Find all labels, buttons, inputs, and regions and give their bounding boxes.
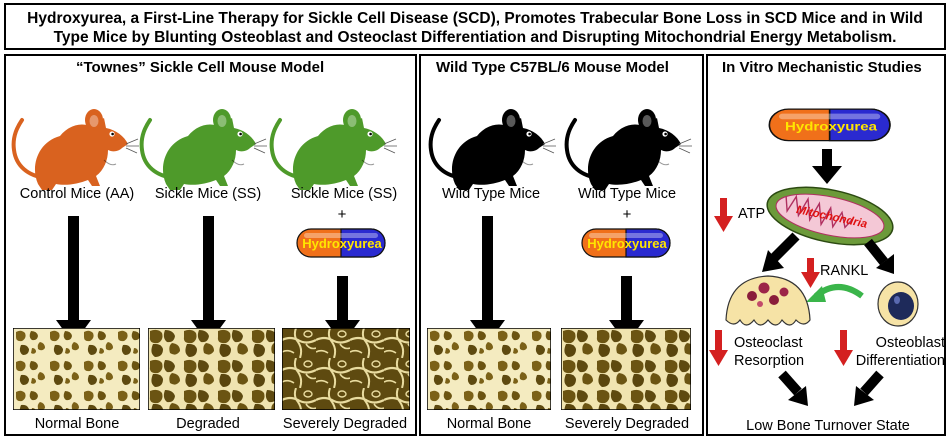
normal-bone-label: Normal Bone [34, 416, 120, 432]
osteoblast-label: Osteoblast [876, 335, 945, 351]
title-box: Hydroxyurea, a First-Line Therapy for Si… [4, 3, 946, 50]
sickle-mouse-icon [139, 107, 268, 192]
arrow-shaft-sickle [203, 216, 214, 322]
atp-down-arrow-icon [714, 216, 733, 232]
arrow-shaft-wt-hu [621, 276, 632, 322]
hydroxyurea-pill-icon: Hydroxyurea [296, 228, 386, 258]
townes-panel: “Townes” Sickle Cell Mouse Model Control… [4, 54, 417, 436]
pill-label: Hydroxyurea [785, 120, 877, 133]
differentiation-down-arrow-icon [834, 350, 853, 366]
wildtype-hu-mouse-icon [564, 107, 693, 192]
arrow-shaft-control [68, 216, 79, 322]
outcome-label: Low Bone Turnover State [746, 418, 910, 434]
invitro-heading: In Vitro Mechanistic Studies [722, 59, 922, 76]
atp-label: ATP [738, 206, 765, 222]
hydroxyurea-pill-icon: Hydroxyurea [581, 228, 671, 258]
control-mouse-icon [11, 107, 140, 192]
townes-heading: “Townes” Sickle Cell Mouse Model [76, 59, 325, 76]
wildtype-hu-mice-label: Wild Type Mice [577, 186, 677, 202]
severely-degraded-label: Severely Degraded [282, 416, 408, 432]
sickle-hu-mice-label: Sickle Mice (SS) [290, 186, 398, 202]
wildtype-mice-label: Wild Type Mice [441, 186, 541, 202]
wt-normal-bone-label: Normal Bone [446, 416, 532, 432]
differentiation-down-arrow-shaft [840, 330, 847, 352]
resorption-down-arrow-icon [709, 350, 728, 366]
atp-down-arrow-shaft [720, 198, 727, 218]
plus-sign: + [337, 206, 347, 223]
rankl-signal-arrowhead [806, 286, 826, 302]
resorption-label: Resorption [734, 353, 804, 369]
hydroxyurea-pill-icon: Hydroxyurea [768, 108, 891, 142]
rankl-down-arrow-shaft [807, 258, 814, 274]
title-line-2: Type Mice by Blunting Osteoblast and Ost… [53, 29, 897, 46]
differentiation-label: Differentiation [856, 353, 945, 369]
wt-severe-label: Severely Degraded [564, 416, 690, 432]
wt-normal-bone-image [427, 328, 551, 410]
wildtype-heading: Wild Type C57BL/6 Mouse Model [436, 59, 669, 76]
invitro-panel: In Vitro Mechanistic Studies Hydroxyurea… [706, 54, 946, 436]
degraded-label: Degraded [176, 416, 240, 432]
plus-sign: + [622, 206, 632, 223]
resorption-down-arrow-shaft [715, 330, 722, 352]
arrow-shaft [822, 149, 832, 169]
wt-severe-bone-image [561, 328, 691, 410]
wildtype-panel: Wild Type C57BL/6 Mouse Model Wild Type … [419, 54, 704, 436]
normal-bone-image [13, 328, 140, 410]
arrow-to-osteoclast [762, 232, 800, 272]
severely-degraded-bone-image [282, 328, 410, 410]
osteoclast-label: Osteoclast [734, 335, 803, 351]
rankl-down-arrow-icon [801, 272, 820, 288]
pill-label: Hydroxyurea [587, 236, 667, 251]
degraded-bone-image [148, 328, 275, 410]
invitro-diagram: Mitochondria ATP RANKL [709, 149, 945, 434]
title-line-1: Hydroxyurea, a First-Line Therapy for Si… [27, 10, 923, 27]
osteoclast-icon [725, 275, 811, 326]
wildtype-mouse-icon [428, 107, 557, 192]
pill-label: Hydroxyurea [302, 236, 382, 251]
arrow-resorption-to-outcome [778, 370, 808, 406]
arrow-to-osteoblast [864, 238, 894, 274]
rankl-label: RANKL [820, 263, 868, 279]
arrow-head [812, 166, 842, 184]
osteoblast-icon [877, 281, 919, 327]
sickle-mice-label: Sickle Mice (SS) [154, 186, 262, 202]
mitochondria-icon: Mitochondria [766, 186, 894, 246]
arrow-differentiation-to-outcome [854, 370, 884, 406]
sickle-hu-mouse-icon [269, 107, 398, 192]
control-mice-label: Control Mice (AA) [19, 186, 135, 202]
figure-title: Hydroxyurea, a First-Line Therapy for Si… [6, 9, 944, 47]
arrow-shaft-wt [482, 216, 493, 322]
arrow-shaft-sickle-hu [337, 276, 348, 322]
